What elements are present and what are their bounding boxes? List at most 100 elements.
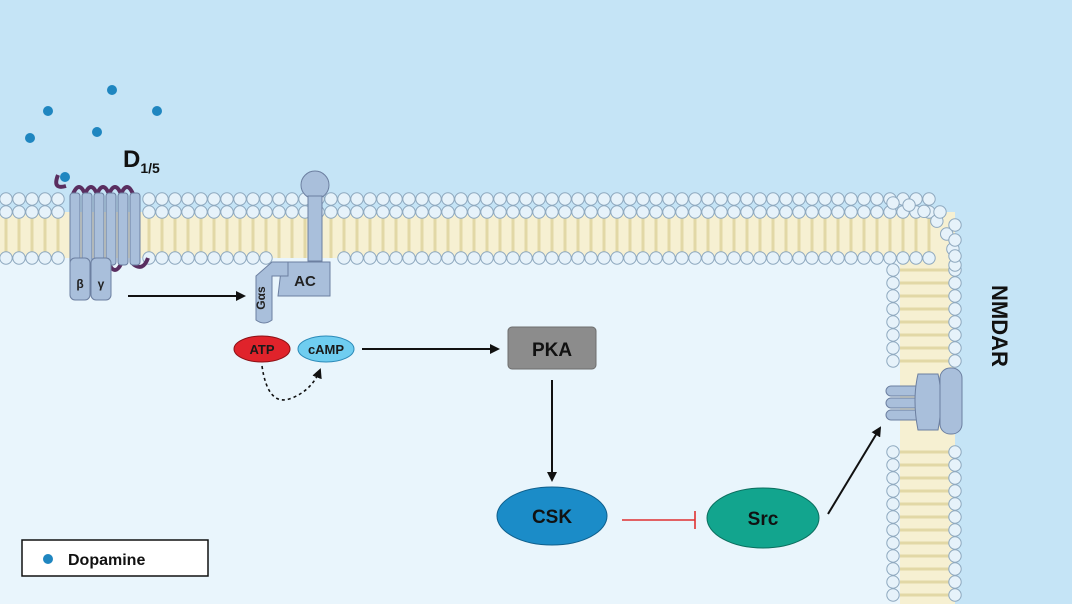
lipid-head (948, 510, 962, 524)
lipid-head (714, 205, 728, 219)
receptor-helix (105, 192, 117, 266)
lipid-head (389, 205, 403, 219)
receptor-extracellular-loops (71, 185, 135, 200)
dopamine-molecule (107, 85, 117, 95)
lipid-head (532, 192, 546, 206)
lipid-head (922, 251, 936, 265)
lipid-head (623, 205, 637, 219)
lipid-head (636, 251, 650, 265)
lipid-head (727, 192, 741, 206)
lipid-head (259, 251, 273, 265)
g-gamma-subunit (90, 257, 112, 301)
camp-molecule (297, 335, 355, 363)
lipid-head (740, 205, 754, 219)
lipid-head (766, 205, 780, 219)
lipid-head (259, 205, 273, 219)
lipid-head (909, 251, 923, 265)
lipid-head (428, 251, 442, 265)
lipid-head (246, 251, 260, 265)
lipid-head (818, 192, 832, 206)
lipid-head (142, 192, 156, 206)
dopamine-molecule (25, 133, 35, 143)
lipid-head (948, 218, 962, 232)
lipid-head (886, 445, 900, 459)
lipid-head (886, 196, 900, 210)
lipid-head (441, 192, 455, 206)
lipid-head (610, 251, 624, 265)
lipid-head (558, 251, 572, 265)
lipid-head (886, 315, 900, 329)
lipid-head (155, 205, 169, 219)
lipid-head (857, 192, 871, 206)
lipid-head (636, 205, 650, 219)
receptor-name-label: D1/5 (123, 146, 160, 176)
lipid-head (454, 192, 468, 206)
lipid-head (38, 205, 52, 219)
src-node (706, 487, 820, 549)
lipid-head (886, 588, 900, 602)
extracellular-region (0, 0, 1072, 212)
lipid-head (0, 192, 13, 206)
lipid-head (402, 251, 416, 265)
adenylyl-cyclase: AC (277, 170, 331, 297)
atp-to-camp-conversion-arrow (261, 365, 322, 401)
lipid-head (207, 251, 221, 265)
lipid-head (896, 251, 910, 265)
lipid-head (181, 192, 195, 206)
camp-label: cAMP (308, 342, 344, 357)
lipid-head (272, 192, 286, 206)
lipid-head (324, 192, 338, 206)
lipid-head (831, 251, 845, 265)
lipid-head (948, 445, 962, 459)
lipid-head (220, 205, 234, 219)
lipid-head (688, 251, 702, 265)
lipid-head (675, 192, 689, 206)
lipid-head (933, 205, 947, 219)
dopamine-molecule (92, 127, 102, 137)
lipid-head (636, 192, 650, 206)
lipid-head (480, 192, 494, 206)
lipid-head (389, 192, 403, 206)
lipid-head (779, 205, 793, 219)
lipid-head (467, 192, 481, 206)
lipid-head (363, 192, 377, 206)
lipid-head (506, 205, 520, 219)
lipid-head (948, 471, 962, 485)
lipid-head (337, 251, 351, 265)
lipid-head (886, 497, 900, 511)
lipid-head (51, 251, 65, 265)
lipid-head (155, 251, 169, 265)
lipid-head (207, 192, 221, 206)
lipid-head (519, 192, 533, 206)
lipid-head (571, 251, 585, 265)
lipid-head (12, 192, 26, 206)
lipid-head (805, 205, 819, 219)
d1-5-receptor: β γ (54, 172, 150, 301)
lipid-head (948, 484, 962, 498)
lipid-head (753, 251, 767, 265)
lipid-head (948, 302, 962, 316)
receptor-n-terminus (54, 174, 67, 189)
lipid-head (38, 251, 52, 265)
lipid-head (25, 205, 39, 219)
lipid-head (623, 192, 637, 206)
lipid-head (870, 251, 884, 265)
lipid-head (532, 251, 546, 265)
lipid-head (519, 251, 533, 265)
lipid-head (506, 192, 520, 206)
receptor-helix (69, 192, 81, 266)
lipid-head (324, 205, 338, 219)
lipid-head (948, 549, 962, 563)
bound-dopamine (60, 172, 70, 182)
lipid-head (727, 251, 741, 265)
lipid-head (688, 205, 702, 219)
lipid-head (886, 562, 900, 576)
lipid-head (142, 205, 156, 219)
atp-label: ATP (249, 342, 274, 357)
lipid-head (948, 328, 962, 342)
lipid-head (376, 205, 390, 219)
lipid-head (441, 205, 455, 219)
lipid-head (886, 458, 900, 472)
lipid-head (454, 251, 468, 265)
